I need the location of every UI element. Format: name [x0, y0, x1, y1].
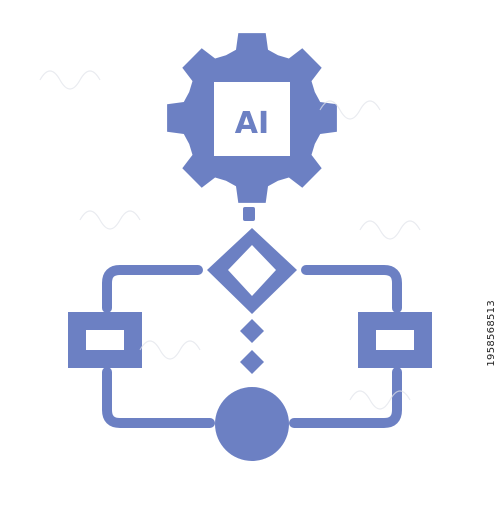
connector-dot	[243, 207, 255, 221]
connector-diamond	[240, 350, 264, 374]
flow-lines	[102, 265, 402, 428]
decision-diamond	[207, 228, 297, 314]
bottom-left-line	[102, 367, 215, 428]
process-box-left	[68, 312, 142, 368]
gear-icon	[167, 33, 337, 203]
process-box-right	[358, 312, 432, 368]
ai-label: AI	[235, 106, 269, 141]
bottom-right-line	[289, 367, 402, 428]
connector-diamond	[240, 319, 264, 343]
end-node-circle	[215, 387, 289, 461]
top-right-line	[301, 265, 402, 313]
stock-id-label: 1958568513	[486, 300, 497, 367]
top-left-line	[102, 265, 203, 313]
